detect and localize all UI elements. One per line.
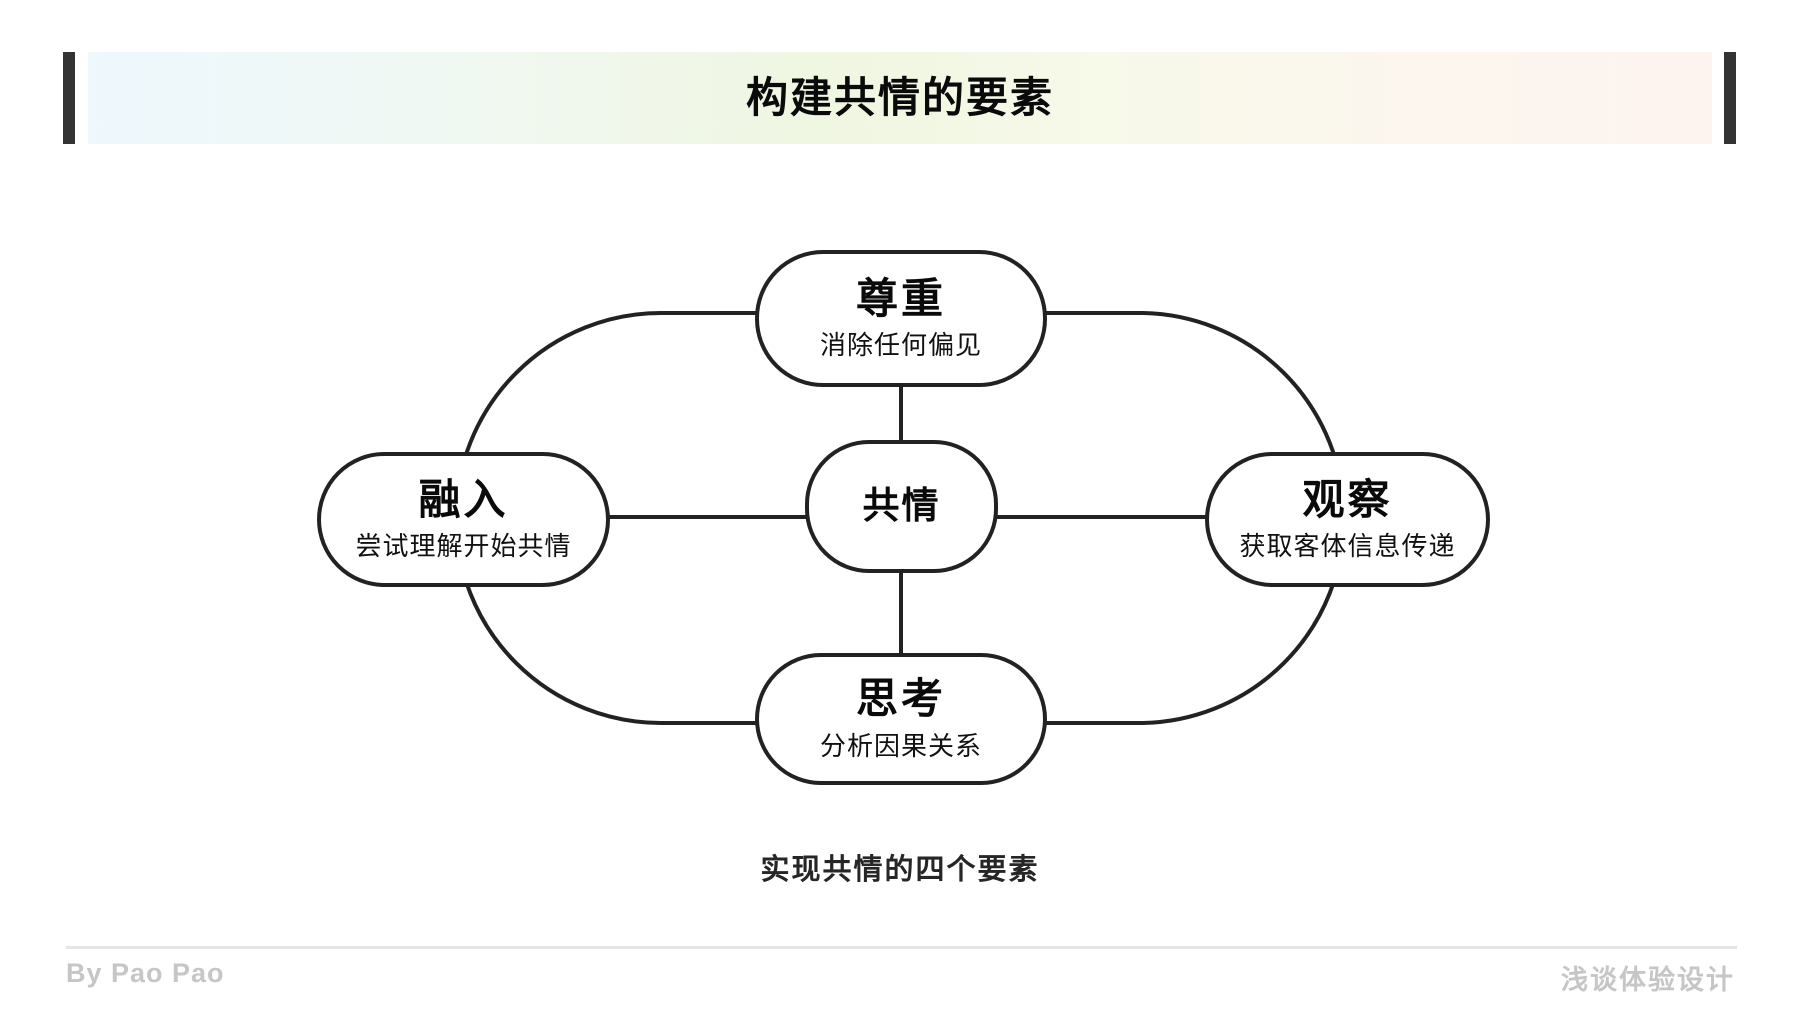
connector-center-to-right xyxy=(992,515,1211,519)
footer-author: By Pao Pao xyxy=(66,958,225,988)
header-banner: 构建共情的要素 xyxy=(88,52,1712,144)
node-empathy-title: 共情 xyxy=(862,485,941,527)
node-observe: 观察 获取客体信息传递 xyxy=(1205,452,1490,587)
footer-brand: 浅谈体验设计 xyxy=(1561,965,1735,995)
page-title: 构建共情的要素 xyxy=(745,74,1054,121)
node-empathy-center: 共情 xyxy=(805,440,998,573)
node-integrate: 融入 尝试理解开始共情 xyxy=(317,452,610,587)
node-observe-title: 观察 xyxy=(1302,475,1393,523)
connector-center-to-left xyxy=(605,515,811,519)
node-integrate-title: 融入 xyxy=(418,475,509,523)
connector-center-to-top xyxy=(899,383,903,447)
node-respect-title: 尊重 xyxy=(855,274,946,322)
node-think-title: 思考 xyxy=(855,675,946,723)
footer-divider xyxy=(66,946,1737,949)
header-endcap-right xyxy=(1724,52,1736,144)
node-respect-subtitle: 消除任何偏见 xyxy=(819,330,982,360)
header-endcap-left xyxy=(63,52,75,144)
diagram-caption: 实现共情的四个要素 xyxy=(760,854,1040,886)
node-observe-subtitle: 获取客体信息传递 xyxy=(1239,531,1456,561)
node-think: 思考 分析因果关系 xyxy=(755,653,1047,785)
connector-center-to-bottom xyxy=(899,568,903,660)
node-think-subtitle: 分析因果关系 xyxy=(819,730,982,761)
node-respect: 尊重 消除任何偏见 xyxy=(755,250,1047,387)
node-integrate-subtitle: 尝试理解开始共情 xyxy=(355,531,572,561)
